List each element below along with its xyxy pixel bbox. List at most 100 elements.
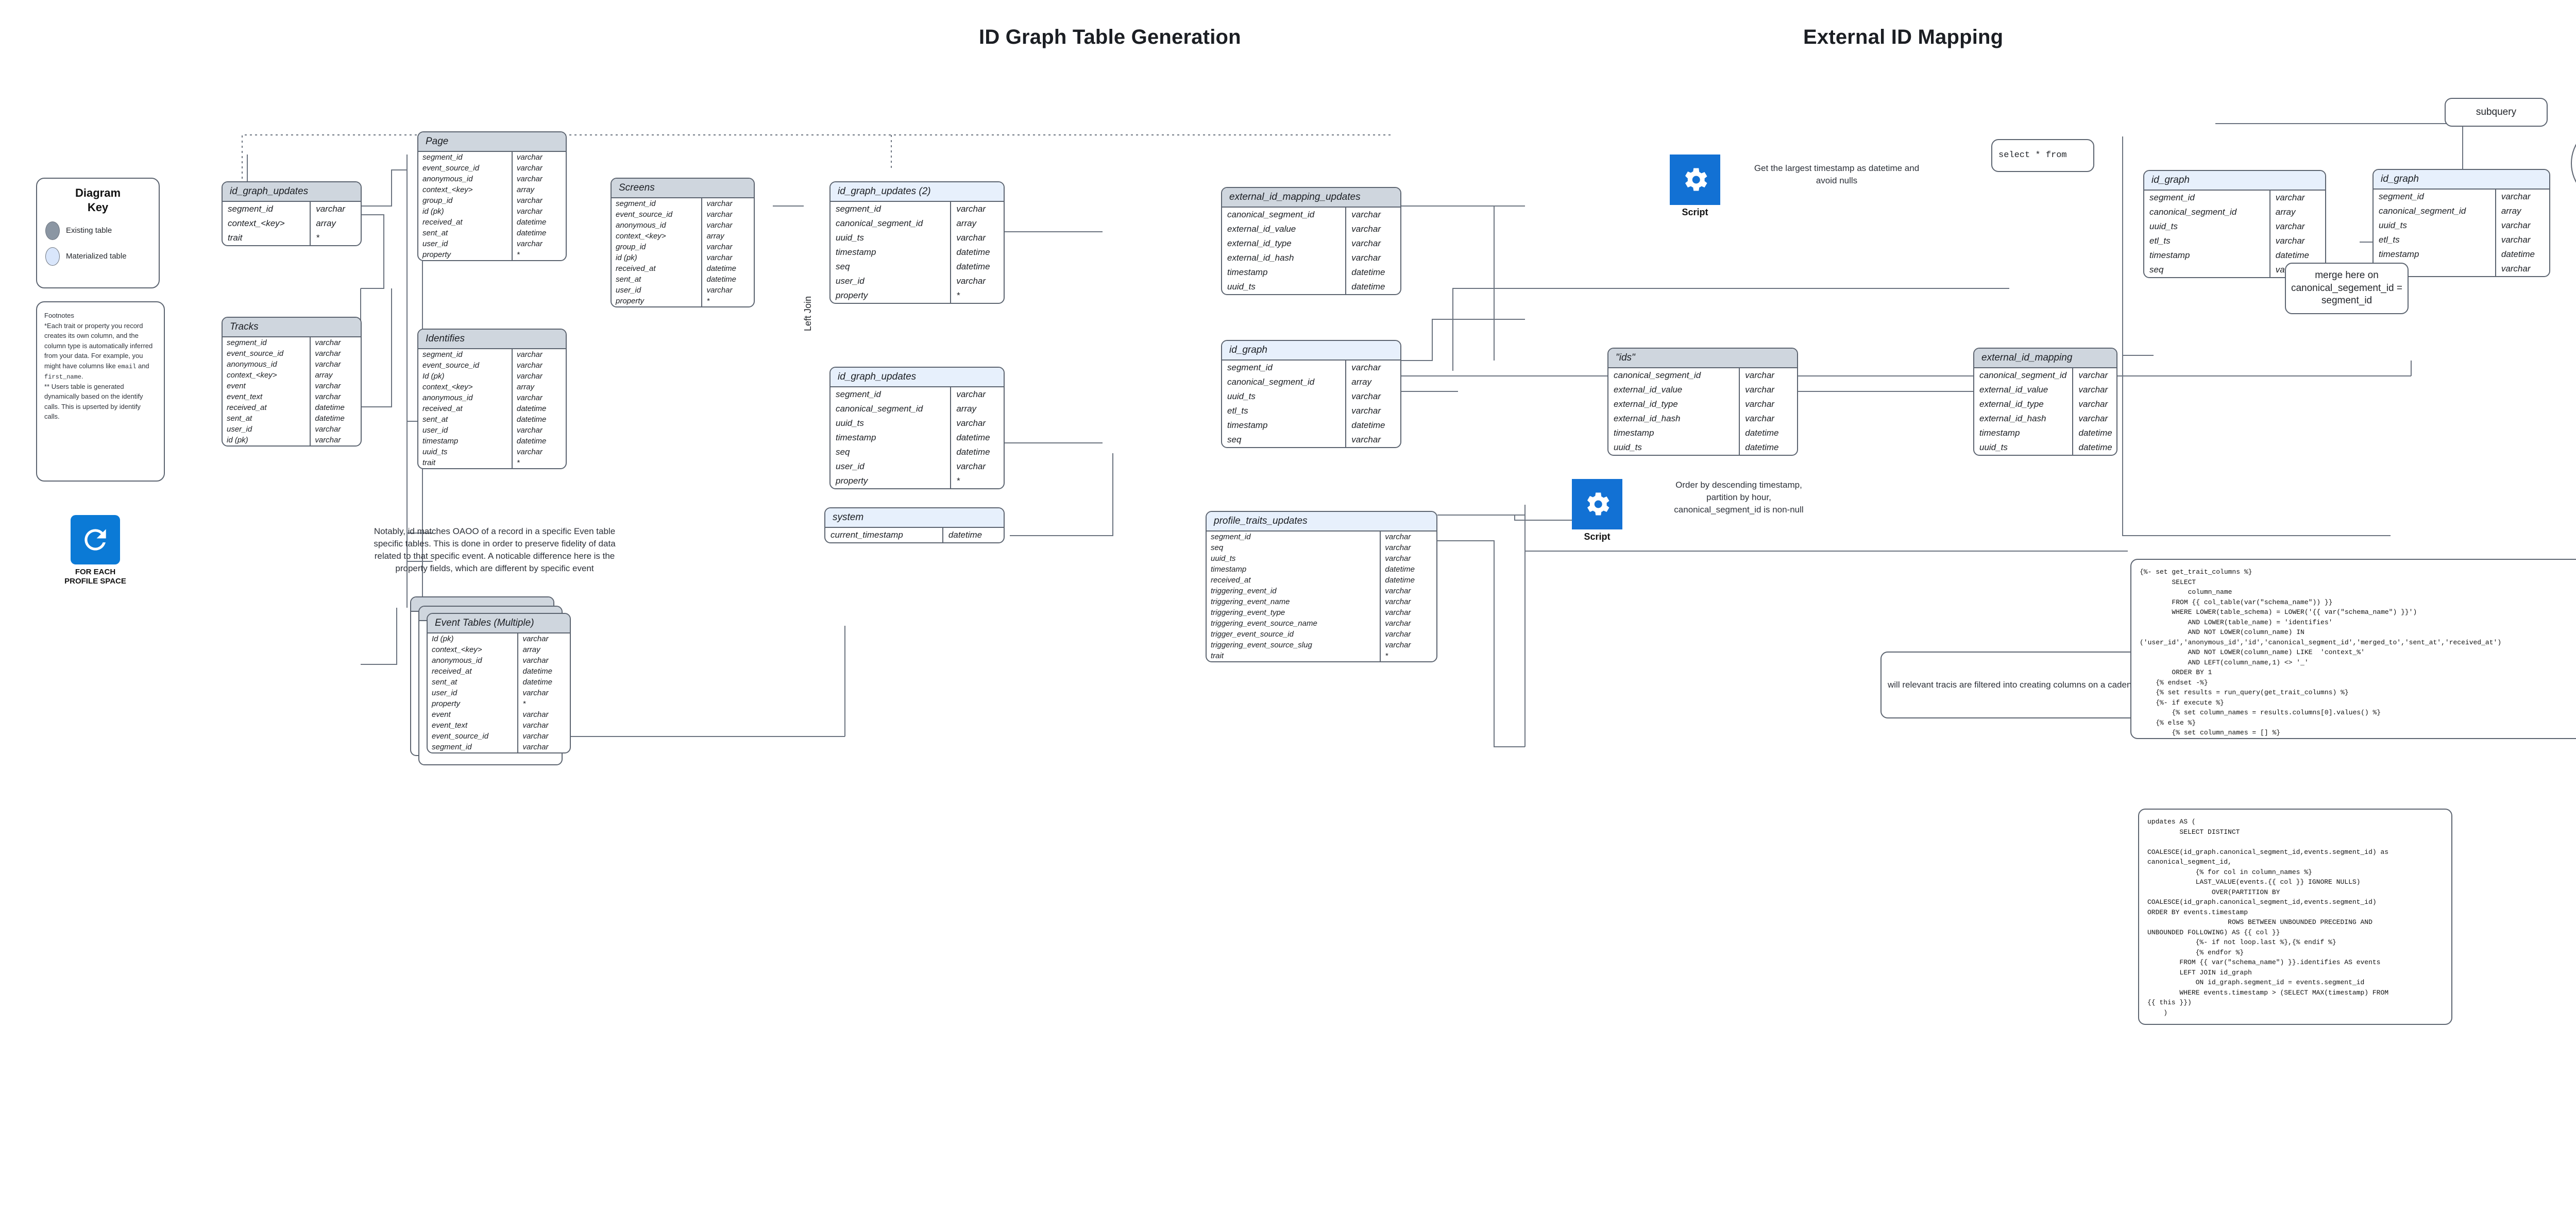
column-name: uuid_ts xyxy=(2374,218,2496,233)
column-type: * xyxy=(516,458,520,467)
column-type: varchar xyxy=(2078,370,2108,380)
column-type: array xyxy=(2501,206,2521,216)
column-type: datetime xyxy=(956,247,990,257)
column-name: current_timestamp xyxy=(825,528,943,542)
column-type: varchar xyxy=(2501,264,2531,273)
column-type: varchar xyxy=(516,393,543,402)
column-name: sent_at xyxy=(418,228,513,238)
column-name: timestamp xyxy=(831,431,952,445)
column-type: varchar xyxy=(1385,554,1411,563)
column-name: external_id_type xyxy=(1974,397,2074,412)
column-type: varchar xyxy=(2275,221,2305,231)
column-type: datetime xyxy=(516,218,547,227)
column-name: triggering_event_name xyxy=(1207,596,1381,607)
table-external-id-mapping-updates[interactable]: external_id_mapping_updates canonical_se… xyxy=(1221,187,1401,295)
column-name: id (pk) xyxy=(418,206,513,217)
column-type: varchar xyxy=(1351,406,1381,416)
column-name: timestamp xyxy=(2374,247,2496,262)
column-type: varchar xyxy=(706,210,733,219)
column-type: array xyxy=(1351,377,1372,387)
column-type: varchar xyxy=(315,425,341,434)
table-row: context_<key>array xyxy=(418,184,566,195)
column-name: user_id xyxy=(831,459,952,474)
table-external-id-mapping[interactable]: external_id_mapping canonical_segment_id… xyxy=(1973,348,2117,456)
column-type: varchar xyxy=(1385,587,1411,595)
code-block-trait-columns: {%- set get_trait_columns %} SELECT colu… xyxy=(2130,559,2576,739)
column-name: segment_id xyxy=(418,152,513,163)
column-type: varchar xyxy=(516,175,543,183)
union-node[interactable]: Union xyxy=(2571,124,2576,203)
column-type: datetime xyxy=(2501,249,2535,259)
column-type: datetime xyxy=(1351,282,1385,292)
column-type: varchar xyxy=(516,448,543,456)
column-type: varchar xyxy=(706,286,733,295)
column-name: event_source_id xyxy=(418,163,513,174)
column-type: varchar xyxy=(1385,597,1411,606)
column-type: datetime xyxy=(2275,250,2309,260)
column-type: varchar xyxy=(2078,414,2108,423)
column-type: * xyxy=(956,476,960,486)
column-type: datetime xyxy=(522,678,552,687)
subquery-pill[interactable]: subquery xyxy=(2445,98,2548,127)
script-node-1[interactable]: Script xyxy=(1664,155,1726,218)
column-type: varchar xyxy=(2078,385,2108,395)
column-name: context_<key> xyxy=(223,370,311,381)
column-name: sent_at xyxy=(418,414,513,425)
merge-here-pill[interactable]: merge here on canonical_segement_id = se… xyxy=(2285,263,2409,314)
column-name: external_id_hash xyxy=(1222,251,1347,265)
column-name: triggering_event_source_name xyxy=(1207,618,1381,629)
column-type: varchar xyxy=(316,204,345,214)
column-name: triggering_event_id xyxy=(1207,586,1381,596)
select-star-from-pill[interactable]: select * from xyxy=(1991,139,2094,172)
table-title: id_graph_updates (2) xyxy=(831,182,1004,202)
column-type: datetime xyxy=(516,415,547,424)
script-node-2[interactable]: Script xyxy=(1566,479,1628,542)
column-type: varchar xyxy=(2078,399,2108,409)
column-type: varchar xyxy=(1745,385,1774,395)
script-caption: Script xyxy=(1584,532,1611,542)
column-name: external_id_value xyxy=(1974,383,2074,397)
column-type: varchar xyxy=(516,372,543,381)
column-name: anonymous_id xyxy=(418,174,513,184)
table-row: id (pk)varchar xyxy=(418,206,566,217)
column-type: varchar xyxy=(315,360,341,369)
column-type: varchar xyxy=(516,153,543,162)
table-row: property* xyxy=(418,249,566,260)
column-type: varchar xyxy=(516,350,543,359)
column-name: segment_id xyxy=(428,742,519,752)
column-type: varchar xyxy=(706,199,733,208)
